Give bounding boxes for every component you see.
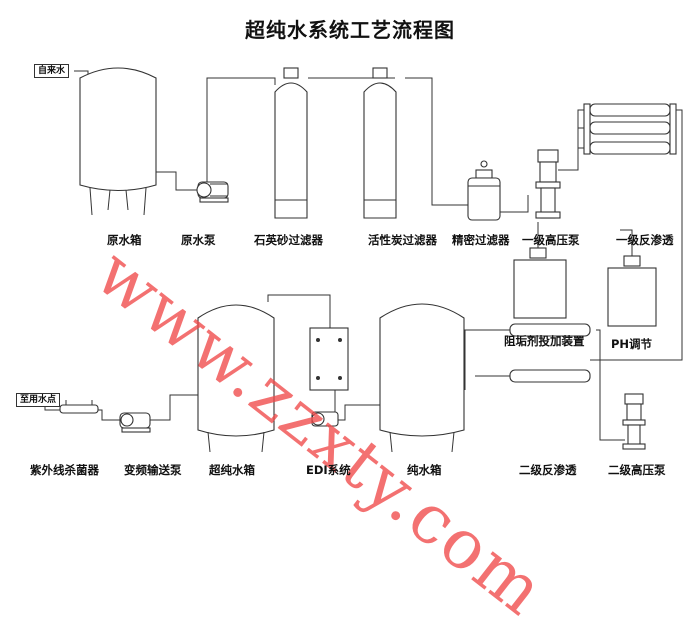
activated-carbon-filter [363, 67, 397, 219]
secondary-ro-membranes [509, 323, 591, 383]
label-primary-ro: 一级反渗透 [616, 233, 674, 247]
label-primary-hp-pump: 一级高压泵 [522, 233, 580, 247]
label-vfd-pump: 变频输送泵 [124, 463, 182, 477]
ph-adjust-unit [607, 255, 657, 327]
label-edi-system: EDI系统 [306, 463, 351, 477]
vfd-transfer-pump [119, 412, 151, 433]
diagram-title: 超纯水系统工艺流程图 [245, 18, 455, 42]
label-activated-carbon-filter: 活性炭过滤器 [368, 233, 437, 247]
edi-module [309, 327, 349, 391]
label-raw-water-pump: 原水泵 [181, 233, 216, 247]
label-precision-filter: 精密过滤器 [452, 233, 510, 247]
label-ultrapure-tank: 超纯水箱 [209, 463, 255, 477]
raw-water-tank [79, 67, 157, 216]
use-point-tag: 至用水点 [16, 393, 61, 407]
primary-high-pressure-pump [535, 149, 561, 219]
process-flow-diagram: www.zzxty.com 超纯水系统工艺流程图 自来水 至用水点 原水箱 原水… [16, 18, 683, 632]
label-secondary-ro: 二级反渗透 [519, 463, 577, 477]
label-ph-adjust: PH调节 [611, 337, 653, 351]
quartz-sand-filter [274, 67, 308, 219]
ultrapure-water-tank [197, 304, 275, 453]
antiscalant-dosing-unit [513, 247, 567, 319]
uv-sterilizer [59, 400, 99, 414]
label-antiscalant-dosing: 阻垢剂投加装置 [504, 334, 585, 348]
tap-water-tag: 自来水 [34, 64, 70, 78]
pure-water-tank [379, 303, 465, 453]
secondary-high-pressure-pump [622, 393, 646, 450]
edi-feed-pump [311, 411, 339, 427]
precision-filter [467, 160, 501, 221]
label-quartz-sand-filter: 石英砂过滤器 [254, 233, 323, 247]
raw-water-pump [196, 181, 229, 203]
primary-ro-membranes [583, 103, 677, 155]
label-secondary-hp-pump: 二级高压泵 [608, 463, 666, 477]
diagram-canvas [30, 67, 683, 453]
label-pure-water-tank: 纯水箱 [407, 463, 442, 477]
label-uv-sterilizer: 紫外线杀菌器 [30, 463, 99, 477]
label-raw-water-tank: 原水箱 [107, 233, 142, 247]
